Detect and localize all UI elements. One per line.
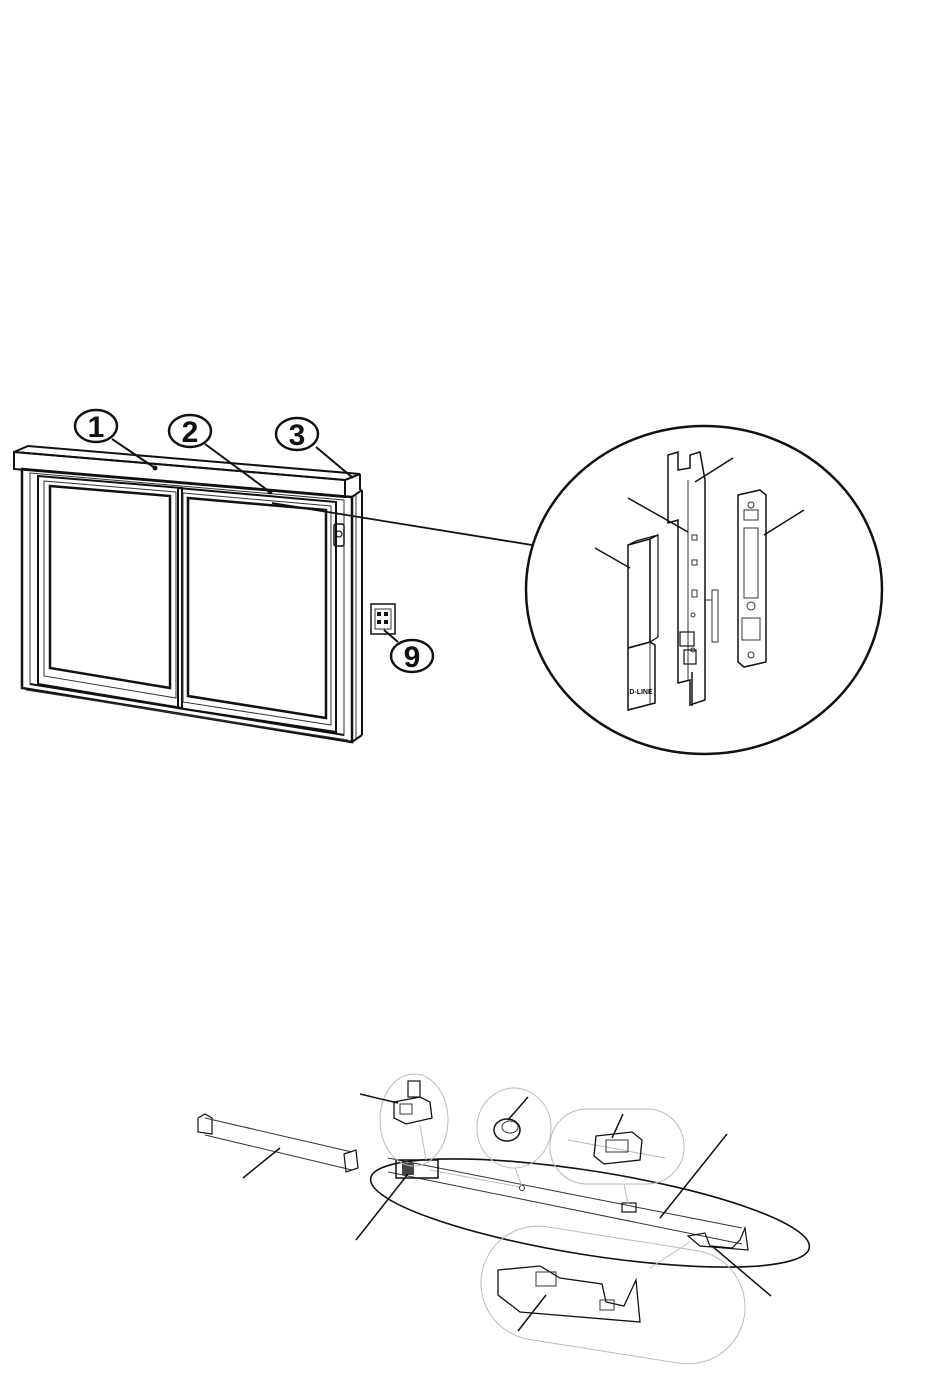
callout-2: 2 (169, 415, 211, 449)
callout-9: 9 (391, 640, 433, 674)
right-glass (188, 498, 326, 718)
carriage-detail (550, 1109, 684, 1184)
callout-3: 3 (276, 418, 318, 452)
lock-logo: D-LINE (629, 689, 653, 696)
track-rail (356, 1134, 771, 1296)
left-glass (50, 486, 170, 688)
callout-3-label: 3 (289, 419, 306, 452)
callout-2-label: 2 (182, 416, 199, 449)
left-sash (38, 476, 182, 708)
sliding-window (14, 446, 395, 742)
lock-cover: D-LINE (628, 535, 658, 710)
right-sash (178, 488, 336, 732)
motor-tube (198, 1114, 358, 1178)
callout-9-label: 9 (404, 641, 421, 674)
callout-1: 1 (75, 410, 117, 444)
lock-detail: D-LINE (526, 426, 882, 754)
head-rail-top (14, 446, 360, 480)
lock-body (668, 452, 718, 705)
detail-leader (272, 503, 532, 545)
drive-assembly (198, 1074, 816, 1372)
callout-1-label: 1 (88, 411, 105, 444)
strike-plate (738, 490, 766, 667)
clamp-detail (360, 1074, 448, 1166)
ring-detail (477, 1088, 551, 1168)
